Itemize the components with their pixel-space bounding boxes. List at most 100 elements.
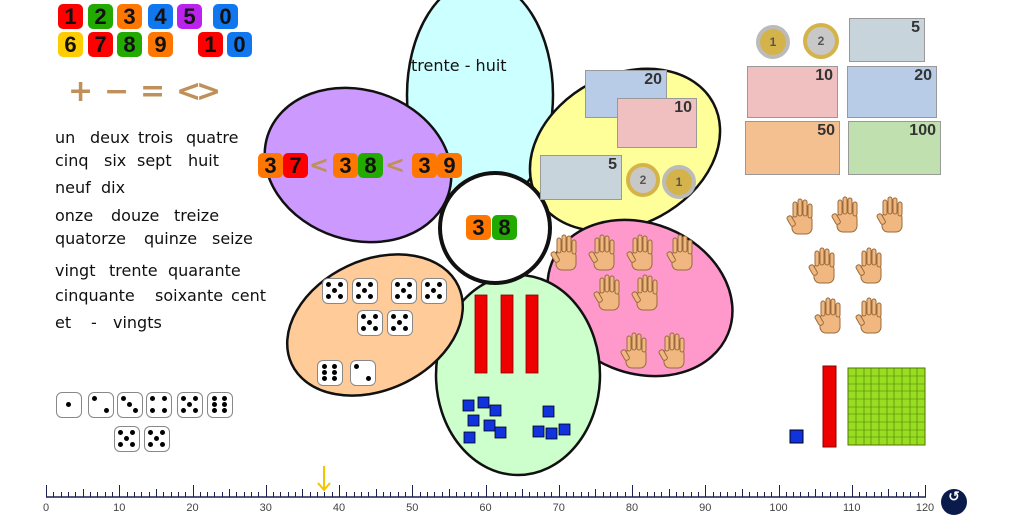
digit-tile[interactable]: 1 xyxy=(198,32,223,57)
die-5[interactable] xyxy=(177,392,203,418)
number-word[interactable]: cent xyxy=(231,286,267,305)
die-5[interactable] xyxy=(352,278,378,304)
digit-tile[interactable]: 7 xyxy=(283,153,308,178)
number-line-tick xyxy=(426,492,428,497)
number-line-tick xyxy=(60,492,62,497)
die-5[interactable] xyxy=(421,278,447,304)
digit-tile[interactable]: 8 xyxy=(358,153,383,178)
operator-tile[interactable]: − xyxy=(104,74,130,109)
number-word[interactable]: neuf xyxy=(55,178,91,197)
number-word[interactable]: vingts xyxy=(113,313,162,332)
number-word[interactable]: un xyxy=(55,128,76,147)
digit-tile[interactable]: 5 xyxy=(177,4,202,29)
number-word[interactable]: vingt xyxy=(55,261,96,280)
digit-tile[interactable]: 8 xyxy=(117,32,142,57)
less-than-sign[interactable]: < xyxy=(385,151,406,179)
digit-tile[interactable]: 9 xyxy=(437,153,462,178)
die-pip xyxy=(361,314,367,320)
number-word[interactable]: seize xyxy=(212,229,253,248)
number-word[interactable]: cinq xyxy=(55,151,89,170)
digit-tile[interactable]: 8 xyxy=(492,215,517,240)
number-line-tick xyxy=(368,492,370,497)
hand-icon xyxy=(875,196,903,233)
number-word[interactable]: deux xyxy=(90,128,130,147)
number-line-tick xyxy=(580,492,582,497)
number-word[interactable]: quarante xyxy=(168,261,241,280)
number-line-tick xyxy=(624,492,626,497)
die-5[interactable] xyxy=(322,278,348,304)
die-5[interactable] xyxy=(144,426,170,452)
number-word[interactable]: douze xyxy=(111,206,160,225)
die-5[interactable] xyxy=(387,310,413,336)
less-than-sign[interactable]: < xyxy=(309,151,330,179)
number-word[interactable]: trois xyxy=(138,128,174,147)
operator-tile[interactable]: > xyxy=(196,74,222,109)
digit-tile[interactable]: 6 xyxy=(58,32,83,57)
number-word[interactable]: soixante xyxy=(155,286,224,305)
number-word[interactable]: cinquante xyxy=(55,286,135,305)
die-3[interactable] xyxy=(117,392,143,418)
digit-tile[interactable]: 3 xyxy=(333,153,358,178)
digit-tile[interactable]: 3 xyxy=(466,215,491,240)
number-line-tick xyxy=(544,492,546,497)
digit-tile[interactable]: 1 xyxy=(58,4,83,29)
die-6[interactable] xyxy=(317,360,343,386)
number-word[interactable]: dix xyxy=(101,178,126,197)
die-5[interactable] xyxy=(391,278,417,304)
die-pip xyxy=(326,282,332,288)
number-line-tick xyxy=(148,492,150,497)
number-line-tick xyxy=(734,492,736,497)
number-line-tick xyxy=(844,492,846,497)
number-word[interactable]: quinze xyxy=(144,229,198,248)
digit-tile[interactable]: 3 xyxy=(258,153,283,178)
number-line-tick xyxy=(595,489,597,497)
number-word[interactable]: trente xyxy=(109,261,158,280)
die-pip xyxy=(187,402,192,407)
operator-tile[interactable]: + xyxy=(68,74,94,109)
die-pip xyxy=(159,441,165,447)
digit-tile[interactable]: 2 xyxy=(88,4,113,29)
die-1[interactable] xyxy=(56,392,82,418)
number-line-tick xyxy=(478,492,480,497)
number-word[interactable]: treize xyxy=(174,206,220,225)
hand-icon xyxy=(854,247,882,284)
number-word[interactable]: six xyxy=(104,151,127,170)
die-pip xyxy=(66,402,71,407)
die-2[interactable] xyxy=(88,392,114,418)
number-line-marker[interactable] xyxy=(317,466,332,492)
digit-tile[interactable]: 4 xyxy=(148,4,173,29)
number-word[interactable]: - xyxy=(91,313,97,332)
number-word[interactable]: et xyxy=(55,313,72,332)
number-line-tick xyxy=(324,492,326,497)
number-line-label: 80 xyxy=(625,502,639,514)
number-word[interactable]: sept xyxy=(137,151,172,170)
digit-tile[interactable]: 3 xyxy=(412,153,437,178)
die-5[interactable] xyxy=(357,310,383,336)
die-2[interactable] xyxy=(350,360,376,386)
number-word[interactable]: huit xyxy=(188,151,219,170)
operator-tile[interactable]: = xyxy=(140,74,166,109)
die-pip xyxy=(332,288,337,293)
number-line-tick xyxy=(470,492,472,497)
number-word[interactable]: quatre xyxy=(186,128,239,147)
die-6[interactable] xyxy=(207,392,233,418)
number-line-tick xyxy=(507,492,509,497)
die-pip xyxy=(192,407,198,413)
operator-tile[interactable]: < xyxy=(176,74,202,109)
die-pip xyxy=(321,363,327,369)
digit-tile[interactable]: 3 xyxy=(117,4,142,29)
number-word[interactable]: quatorze xyxy=(55,229,126,248)
undo-button[interactable]: ↺ xyxy=(941,489,967,515)
die-pip xyxy=(129,441,135,447)
number-line-tick xyxy=(837,492,839,497)
digit-tile[interactable]: 0 xyxy=(213,4,238,29)
digit-tile[interactable]: 7 xyxy=(88,32,113,57)
die-5[interactable] xyxy=(114,426,140,452)
digit-tile[interactable]: 0 xyxy=(227,32,252,57)
digit-tile[interactable]: 9 xyxy=(148,32,173,57)
die-4[interactable] xyxy=(146,392,172,418)
hand-icon xyxy=(807,247,835,284)
number-line-tick xyxy=(404,492,406,497)
number-word[interactable]: onze xyxy=(55,206,94,225)
number-line-label: 100 xyxy=(769,502,788,514)
